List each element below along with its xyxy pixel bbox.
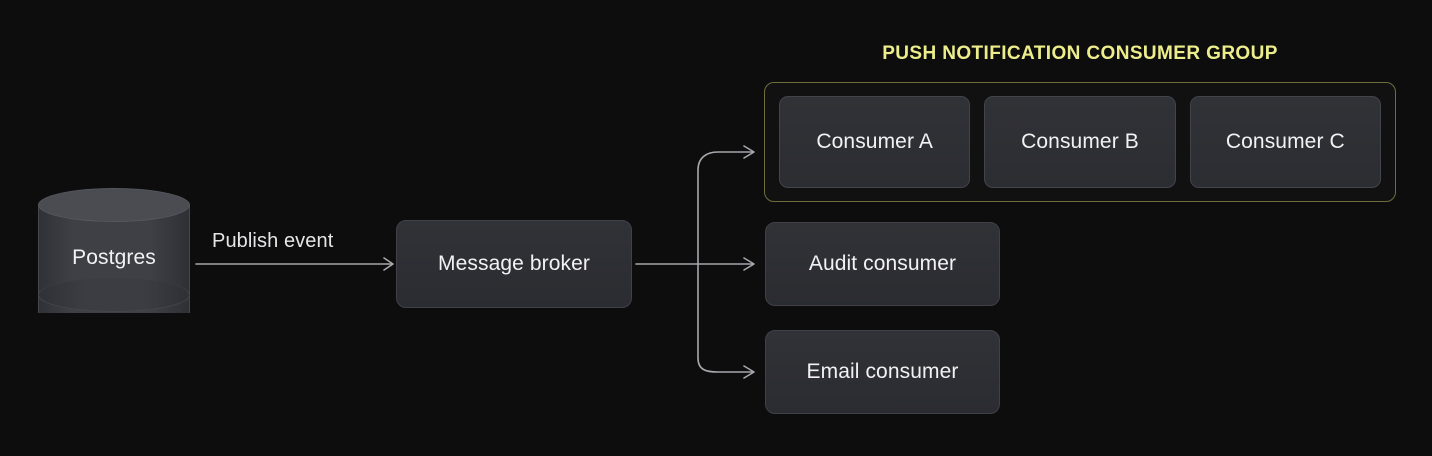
publish-event-label: Publish event bbox=[212, 230, 334, 252]
consumer-b-node[interactable]: Consumer B bbox=[984, 96, 1176, 188]
cylinder-top-icon bbox=[38, 188, 190, 222]
arrowhead-postgres-broker bbox=[383, 257, 394, 271]
edge-branch-group bbox=[697, 151, 753, 265]
postgres-database-node[interactable]: Postgres bbox=[38, 188, 190, 330]
postgres-label: Postgres bbox=[72, 246, 156, 269]
email-consumer-node[interactable]: Email consumer bbox=[765, 330, 1000, 414]
arrowhead-audit bbox=[743, 257, 755, 271]
consumer-b-label: Consumer B bbox=[1021, 130, 1139, 153]
push-notification-consumer-group: Consumer A Consumer B Consumer C bbox=[764, 82, 1396, 202]
audit-consumer-label: Audit consumer bbox=[808, 252, 957, 275]
audit-consumer-node[interactable]: Audit consumer bbox=[765, 222, 1000, 306]
arrowhead-email bbox=[743, 365, 755, 379]
email-consumer-label: Email consumer bbox=[806, 360, 959, 383]
consumer-group-title: PUSH NOTIFICATION CONSUMER GROUP bbox=[882, 43, 1278, 64]
consumer-a-node[interactable]: Consumer A bbox=[779, 96, 971, 188]
cylinder-bottom-icon bbox=[38, 278, 190, 312]
message-broker-label: Message broker bbox=[438, 252, 590, 275]
arrowhead-group bbox=[743, 145, 755, 159]
consumer-c-node[interactable]: Consumer C bbox=[1189, 96, 1381, 188]
message-broker-node[interactable]: Message broker bbox=[396, 220, 632, 308]
consumer-c-label: Consumer C bbox=[1225, 130, 1345, 153]
edge-branch-email bbox=[697, 263, 753, 373]
consumer-a-label: Consumer A bbox=[816, 130, 933, 153]
